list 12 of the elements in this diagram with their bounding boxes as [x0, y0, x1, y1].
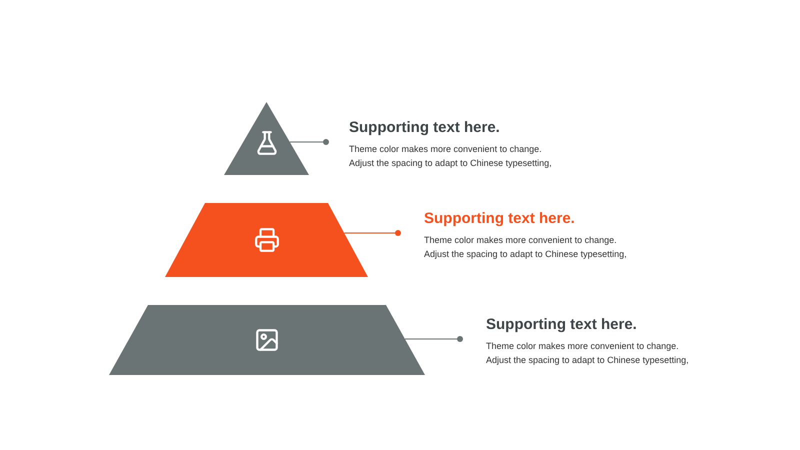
leader-line	[404, 336, 463, 342]
body-text: Theme color makes more convenient to change. Adjust the spacing to adapt to Chinese typesetting,	[349, 143, 553, 170]
leader-line	[289, 139, 329, 145]
body-text: Theme color makes more convenient to change. Adjust the spacing to adapt to Chinese typesetting,	[486, 340, 690, 367]
body-text: Theme color makes more convenient to change. Adjust the spacing to adapt to Chinese typesetting,	[424, 234, 628, 261]
heading: Supporting text here.	[349, 118, 501, 138]
trapezoid-shape	[109, 305, 425, 375]
heading: Supporting text here.	[486, 315, 638, 335]
triangle-shape	[224, 102, 309, 175]
leader-line	[344, 230, 401, 236]
heading: Supporting text here.	[424, 209, 576, 229]
trapezoid-shape	[165, 203, 368, 277]
